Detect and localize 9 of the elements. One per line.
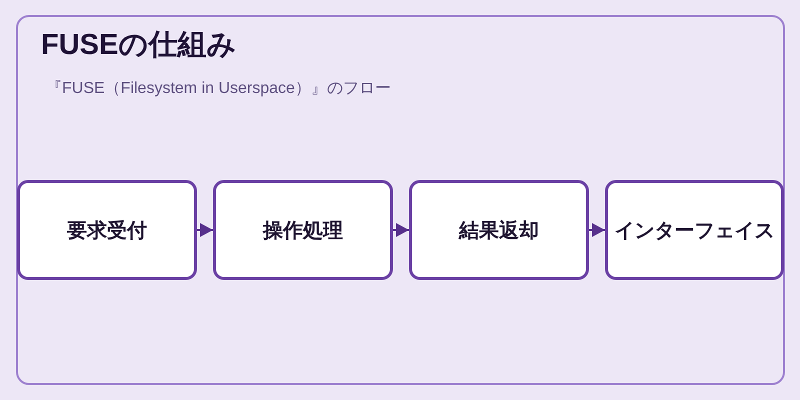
process-box: インターフェイス (605, 180, 784, 280)
arrow (197, 223, 213, 237)
arrow (589, 223, 605, 237)
title: FUSEの仕組み (41, 28, 236, 63)
process-box: 結果返却 (409, 180, 589, 280)
process-box: 操作処理 (213, 180, 393, 280)
process-box: 要求受付 (17, 180, 197, 280)
arrow (393, 223, 409, 237)
subtitle: 『FUSE（Filesystem in Userspace）』のフロー (46, 79, 391, 99)
